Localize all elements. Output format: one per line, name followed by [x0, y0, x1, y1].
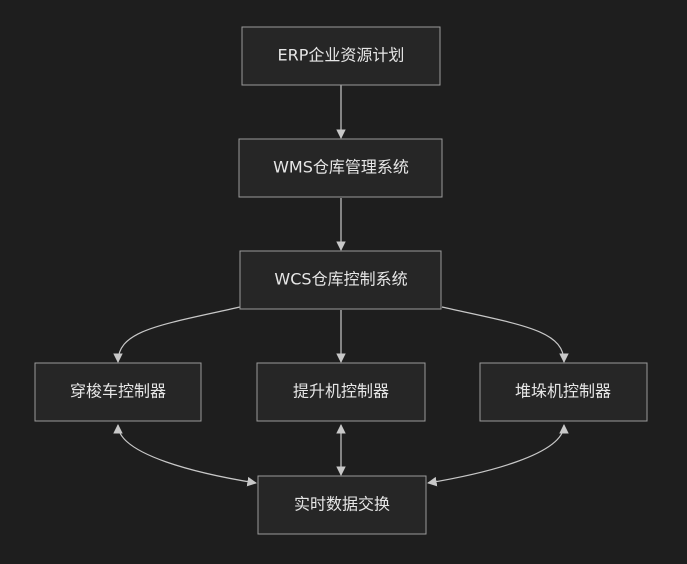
edge-shuttle-exchange-bidirectional [113, 424, 257, 487]
edge-wcs-to-shuttle [113, 306, 241, 363]
node-shuttle-label: 穿梭车控制器 [70, 382, 166, 401]
node-wms: WMS仓库管理系统 [238, 138, 443, 198]
node-wms-label: WMS仓库管理系统 [273, 158, 409, 177]
edge-stacker-exchange-bidirectional [427, 424, 569, 487]
edges [113, 85, 569, 487]
node-exchange-label: 实时数据交换 [294, 495, 390, 514]
node-stacker-label: 堆垛机控制器 [515, 382, 611, 401]
node-lift-label: 提升机控制器 [293, 382, 389, 401]
node-lift-controller: 提升机控制器 [256, 362, 426, 422]
node-wcs: WCS仓库控制系统 [239, 250, 442, 310]
node-wcs-label: WCS仓库控制系统 [274, 270, 407, 289]
node-shuttle-controller: 穿梭车控制器 [34, 362, 202, 422]
node-erp: ERP企业资源计划 [241, 26, 441, 86]
node-erp-label: ERP企业资源计划 [278, 46, 405, 65]
edge-wcs-to-stacker [441, 306, 569, 363]
node-realtime-exchange: 实时数据交换 [257, 475, 427, 535]
node-stacker-controller: 堆垛机控制器 [479, 362, 648, 422]
